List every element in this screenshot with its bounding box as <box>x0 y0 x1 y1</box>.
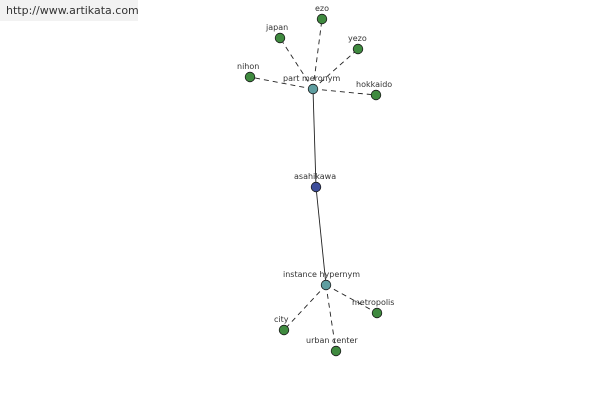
node-label-nihon: nihon <box>237 62 259 71</box>
node-yezo[interactable] <box>352 43 364 55</box>
node-part-meronym[interactable] <box>307 83 319 95</box>
node-metropolis[interactable] <box>371 307 383 319</box>
node-label-part-meronym: part meronym <box>283 74 340 83</box>
edge-asahikawa-part_meronym <box>312 88 317 188</box>
edge-instance_hypernym-urban_center <box>325 284 337 352</box>
node-label-instance-hypernym: instance hypernym <box>283 270 360 279</box>
edges-layer <box>249 18 378 352</box>
node-instance-hypernym[interactable] <box>320 279 332 291</box>
edge-part_meronym-japan <box>279 37 314 90</box>
node-japan[interactable] <box>274 32 286 44</box>
node-asahikawa[interactable] <box>310 181 322 193</box>
node-label-metropolis: metropolis <box>352 298 394 307</box>
node-city[interactable] <box>278 324 290 336</box>
edge-part_meronym-hokkaido <box>312 88 377 96</box>
edge-part_meronym-nihon <box>249 76 314 90</box>
labels-layer: asahikawa part meronym instance hypernym ez… <box>237 4 394 345</box>
edge-asahikawa-instance_hypernym <box>315 186 327 286</box>
node-nihon[interactable] <box>244 71 256 83</box>
node-label-asahikawa: asahikawa <box>294 172 336 181</box>
node-label-japan: japan <box>265 23 288 32</box>
edge-instance_hypernym-city <box>283 284 327 331</box>
node-label-city: city <box>274 315 289 324</box>
nodes-layer <box>244 13 383 357</box>
node-label-hokkaido: hokkaido <box>356 80 392 89</box>
node-hokkaido[interactable] <box>370 89 382 101</box>
node-label-urban-center: urban center <box>306 336 358 345</box>
edge-part_meronym-ezo <box>312 18 323 90</box>
node-urban-center[interactable] <box>330 345 342 357</box>
edge-part_meronym-yezo <box>312 48 359 90</box>
node-label-ezo: ezo <box>315 4 329 13</box>
node-ezo[interactable] <box>316 13 328 25</box>
edge-instance_hypernym-metropolis <box>325 284 378 314</box>
watermark-url: http://www.artikata.com <box>0 0 139 21</box>
node-label-yezo: yezo <box>348 34 367 43</box>
